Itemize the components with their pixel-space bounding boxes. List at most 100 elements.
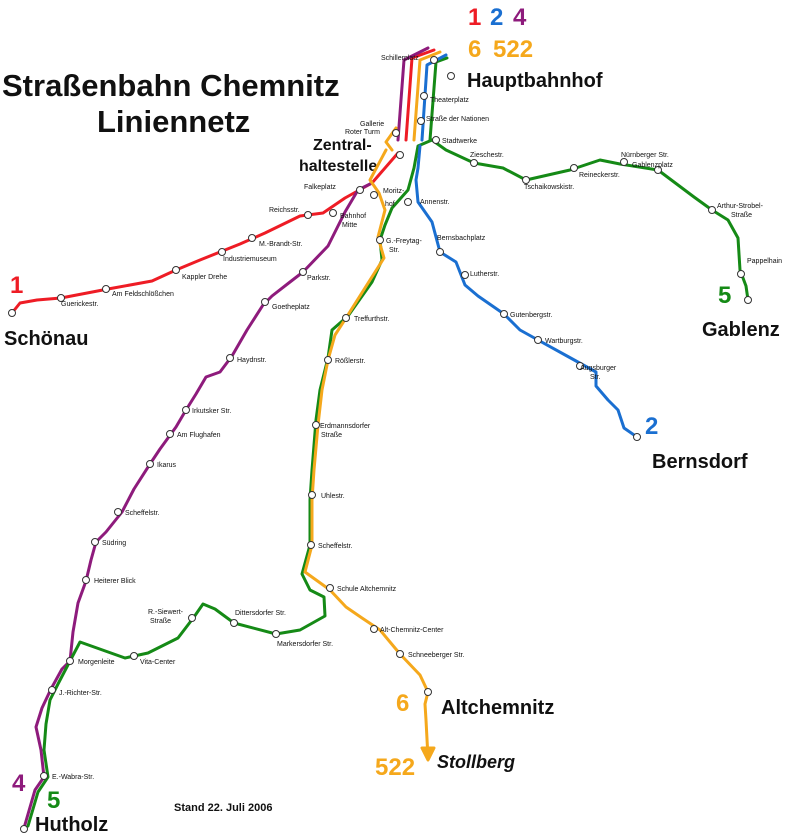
stop-reichsstr[interactable]: [304, 211, 312, 219]
label-pappelhain: Pappelhain: [747, 258, 782, 265]
stop-nuernberger[interactable]: [620, 158, 628, 166]
stop-ewabra[interactable]: [40, 772, 48, 780]
stop-amflughafen[interactable]: [166, 430, 174, 438]
label-rsiewert-2: Straße: [150, 618, 171, 625]
stop-falkeplatz[interactable]: [356, 186, 364, 194]
label-moritzhof-1: Moritz-: [383, 188, 405, 195]
stop-gallerie[interactable]: [392, 129, 400, 137]
label-moritzhof-2: hof: [385, 201, 395, 208]
stop-industriemuseum[interactable]: [218, 248, 226, 256]
label-reichsstr: Reichsstr.: [269, 207, 300, 214]
stop-stadtwerke[interactable]: [432, 136, 440, 144]
label-ewabra: E.-Wabra-Str.: [52, 774, 94, 781]
stop-arthur[interactable]: [708, 206, 716, 214]
stop-uhlestr[interactable]: [308, 491, 316, 499]
stop-tschaikowski[interactable]: [522, 176, 530, 184]
label-mbrandt: M.-Brandt-Str.: [259, 241, 303, 248]
stop-strasse-nationen[interactable]: [417, 117, 425, 125]
hub-line-6: 6: [468, 36, 481, 63]
stop-irkutsker[interactable]: [182, 406, 190, 414]
stop-scheffel-s[interactable]: [307, 541, 315, 549]
stop-altchemnitz[interactable]: [424, 688, 432, 696]
stop-gutenberg[interactable]: [500, 310, 508, 318]
altchemnitz-label: Altchemnitz: [441, 697, 554, 719]
line-5-gablenz-path: [430, 138, 750, 302]
stop-gfreytag[interactable]: [376, 236, 384, 244]
stop-hauptbahnhof[interactable]: [447, 72, 455, 80]
stop-zieschestr[interactable]: [470, 159, 478, 167]
stop-annenstr[interactable]: [404, 198, 412, 206]
stop-dittersdorfer[interactable]: [230, 619, 238, 627]
stop-schoenau[interactable]: [8, 309, 16, 317]
label-zieschestr: Zieschestr.: [470, 152, 504, 159]
stollberg-arrow: [420, 746, 436, 762]
label-amfeld: Am Feldschlößchen: [112, 291, 174, 298]
stop-scheffel-w[interactable]: [114, 508, 122, 516]
stop-erdmanns[interactable]: [312, 421, 320, 429]
label-gfreytag-1: G.-Freytag-: [386, 238, 422, 245]
label-falkeplatz: Falkeplatz: [304, 184, 336, 191]
stop-bahnhof-mitte[interactable]: [329, 209, 337, 217]
stop-theaterplatz[interactable]: [420, 92, 428, 100]
stop-guericke[interactable]: [57, 294, 65, 302]
stop-morgenleite[interactable]: [66, 657, 74, 665]
label-rsiewert-1: R.-Siewert-: [148, 609, 184, 616]
label-schneeberger: Schneeberger Str.: [408, 652, 464, 659]
stop-bernsbach[interactable]: [436, 248, 444, 256]
stop-parkstr[interactable]: [299, 268, 307, 276]
stop-pappelhain[interactable]: [737, 270, 745, 278]
stop-jrichter[interactable]: [48, 686, 56, 694]
label-schillerplatz: Schillerplatz: [381, 55, 419, 62]
label-tschaikowski: Tschaikowskistr.: [524, 184, 574, 191]
map-title-line2: Liniennetz: [97, 104, 250, 139]
stop-altchemnitz-center[interactable]: [370, 625, 378, 633]
stop-moritzhof[interactable]: [370, 191, 378, 199]
stop-zentralhaltestelle[interactable]: [396, 151, 404, 159]
stop-hutholz[interactable]: [20, 825, 28, 833]
hub-bundle-purple: [396, 46, 430, 142]
label-roessler: Rößlerstr.: [335, 358, 365, 365]
stop-schillerplatz[interactable]: [430, 56, 438, 64]
hub-bundle-blue: [420, 53, 448, 142]
label-parkstr: Parkstr.: [307, 275, 331, 282]
stollberg-line-number: 522: [375, 754, 415, 781]
label-stadtwerke: Stadtwerke: [442, 138, 477, 145]
label-heiterer: Heiterer Blick: [94, 578, 136, 585]
stop-amfeld[interactable]: [102, 285, 110, 293]
stop-schneeberger[interactable]: [396, 650, 404, 658]
stop-schule[interactable]: [326, 584, 334, 592]
stop-markersdorfer[interactable]: [272, 630, 280, 638]
stop-roessler[interactable]: [324, 356, 332, 364]
line-1-path: [10, 151, 400, 315]
stop-wartburg[interactable]: [534, 336, 542, 344]
stop-haydnstr[interactable]: [226, 354, 234, 362]
stop-treffurth[interactable]: [342, 314, 350, 322]
label-bahnhof-mitte-1: Bahnhof: [340, 213, 366, 220]
stop-kappler[interactable]: [172, 266, 180, 274]
label-markersdorfer: Markersdorfer Str.: [277, 641, 333, 648]
label-erdmanns-1: Erdmannsdorfer: [320, 423, 371, 430]
stop-goetheplatz[interactable]: [261, 298, 269, 306]
stop-bernsdorf[interactable]: [633, 433, 641, 441]
stop-suedring[interactable]: [91, 538, 99, 546]
stop-gablenz[interactable]: [744, 296, 752, 304]
stop-augsburger[interactable]: [576, 362, 584, 370]
label-altchemnitz-center: Alt-Chemnitz-Center: [380, 627, 444, 634]
stop-heiterer[interactable]: [82, 576, 90, 584]
label-arthur-1: Arthur-Strobel-: [717, 203, 764, 210]
stop-ikarus[interactable]: [146, 460, 154, 468]
label-gallerie-2: Roter Turm: [345, 129, 380, 136]
stop-rsiewert[interactable]: [188, 614, 196, 622]
line-4-path: [22, 181, 374, 830]
label-dittersdorfer: Dittersdorfer Str.: [235, 610, 286, 617]
stop-mbrandt[interactable]: [248, 234, 256, 242]
stop-gablenzplatz[interactable]: [654, 166, 662, 174]
label-goetheplatz: Goetheplatz: [272, 304, 310, 311]
stop-vitacenter[interactable]: [130, 652, 138, 660]
label-annenstr: Annenstr.: [420, 199, 450, 206]
schoenau-line-number: 1: [10, 272, 23, 299]
stop-luther[interactable]: [461, 271, 469, 279]
stop-reinecker[interactable]: [570, 164, 578, 172]
bernsdorf-line-number: 2: [645, 413, 658, 440]
